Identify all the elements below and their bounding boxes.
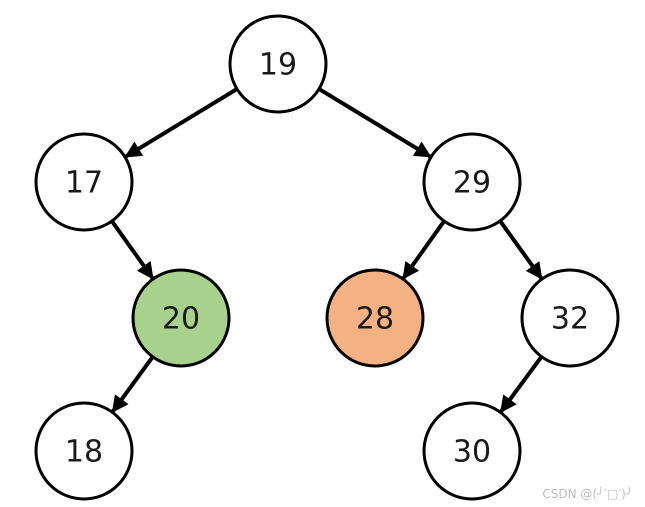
node-circle [520,268,620,368]
edge-arrow-17-to-20 [109,218,155,280]
node-circle [422,401,522,501]
edges-layer [109,86,545,413]
node-label: 20 [162,302,200,337]
tree-node-29: 29 [422,132,522,232]
node-label: 32 [551,302,589,337]
tree-node-18: 18 [34,401,134,501]
node-circle [325,268,425,368]
edge-arrow-20-to-18 [111,353,156,413]
node-label: 29 [453,166,491,201]
node-label: 17 [65,166,103,201]
node-label: 18 [65,435,103,470]
tree-node-30: 30 [422,401,522,501]
edge-arrow-19-to-29 [316,86,432,159]
node-label: 30 [453,435,491,470]
node-label: 28 [356,302,394,337]
node-circle [228,14,328,114]
tree-node-20: 20 [131,268,231,368]
nodes-layer: 19 17 29 20 28 32 18 30 [34,14,620,501]
tree-node-19: 19 [228,14,328,114]
tree-node-28: 28 [325,268,425,368]
node-circle [131,268,231,368]
edge-arrow-29-to-28 [401,218,447,280]
tree-node-32: 32 [520,268,620,368]
tree-node-17: 17 [34,132,134,232]
watermark-text: CSDN @(╯‵□′)╯ [542,487,633,501]
edge-arrow-19-to-17 [124,86,240,159]
node-circle [34,401,134,501]
edge-arrow-32-to-30 [499,353,545,413]
edge-arrow-29-to-32 [497,218,543,280]
node-circle [422,132,522,232]
node-circle [34,132,134,232]
node-label: 19 [259,48,297,83]
